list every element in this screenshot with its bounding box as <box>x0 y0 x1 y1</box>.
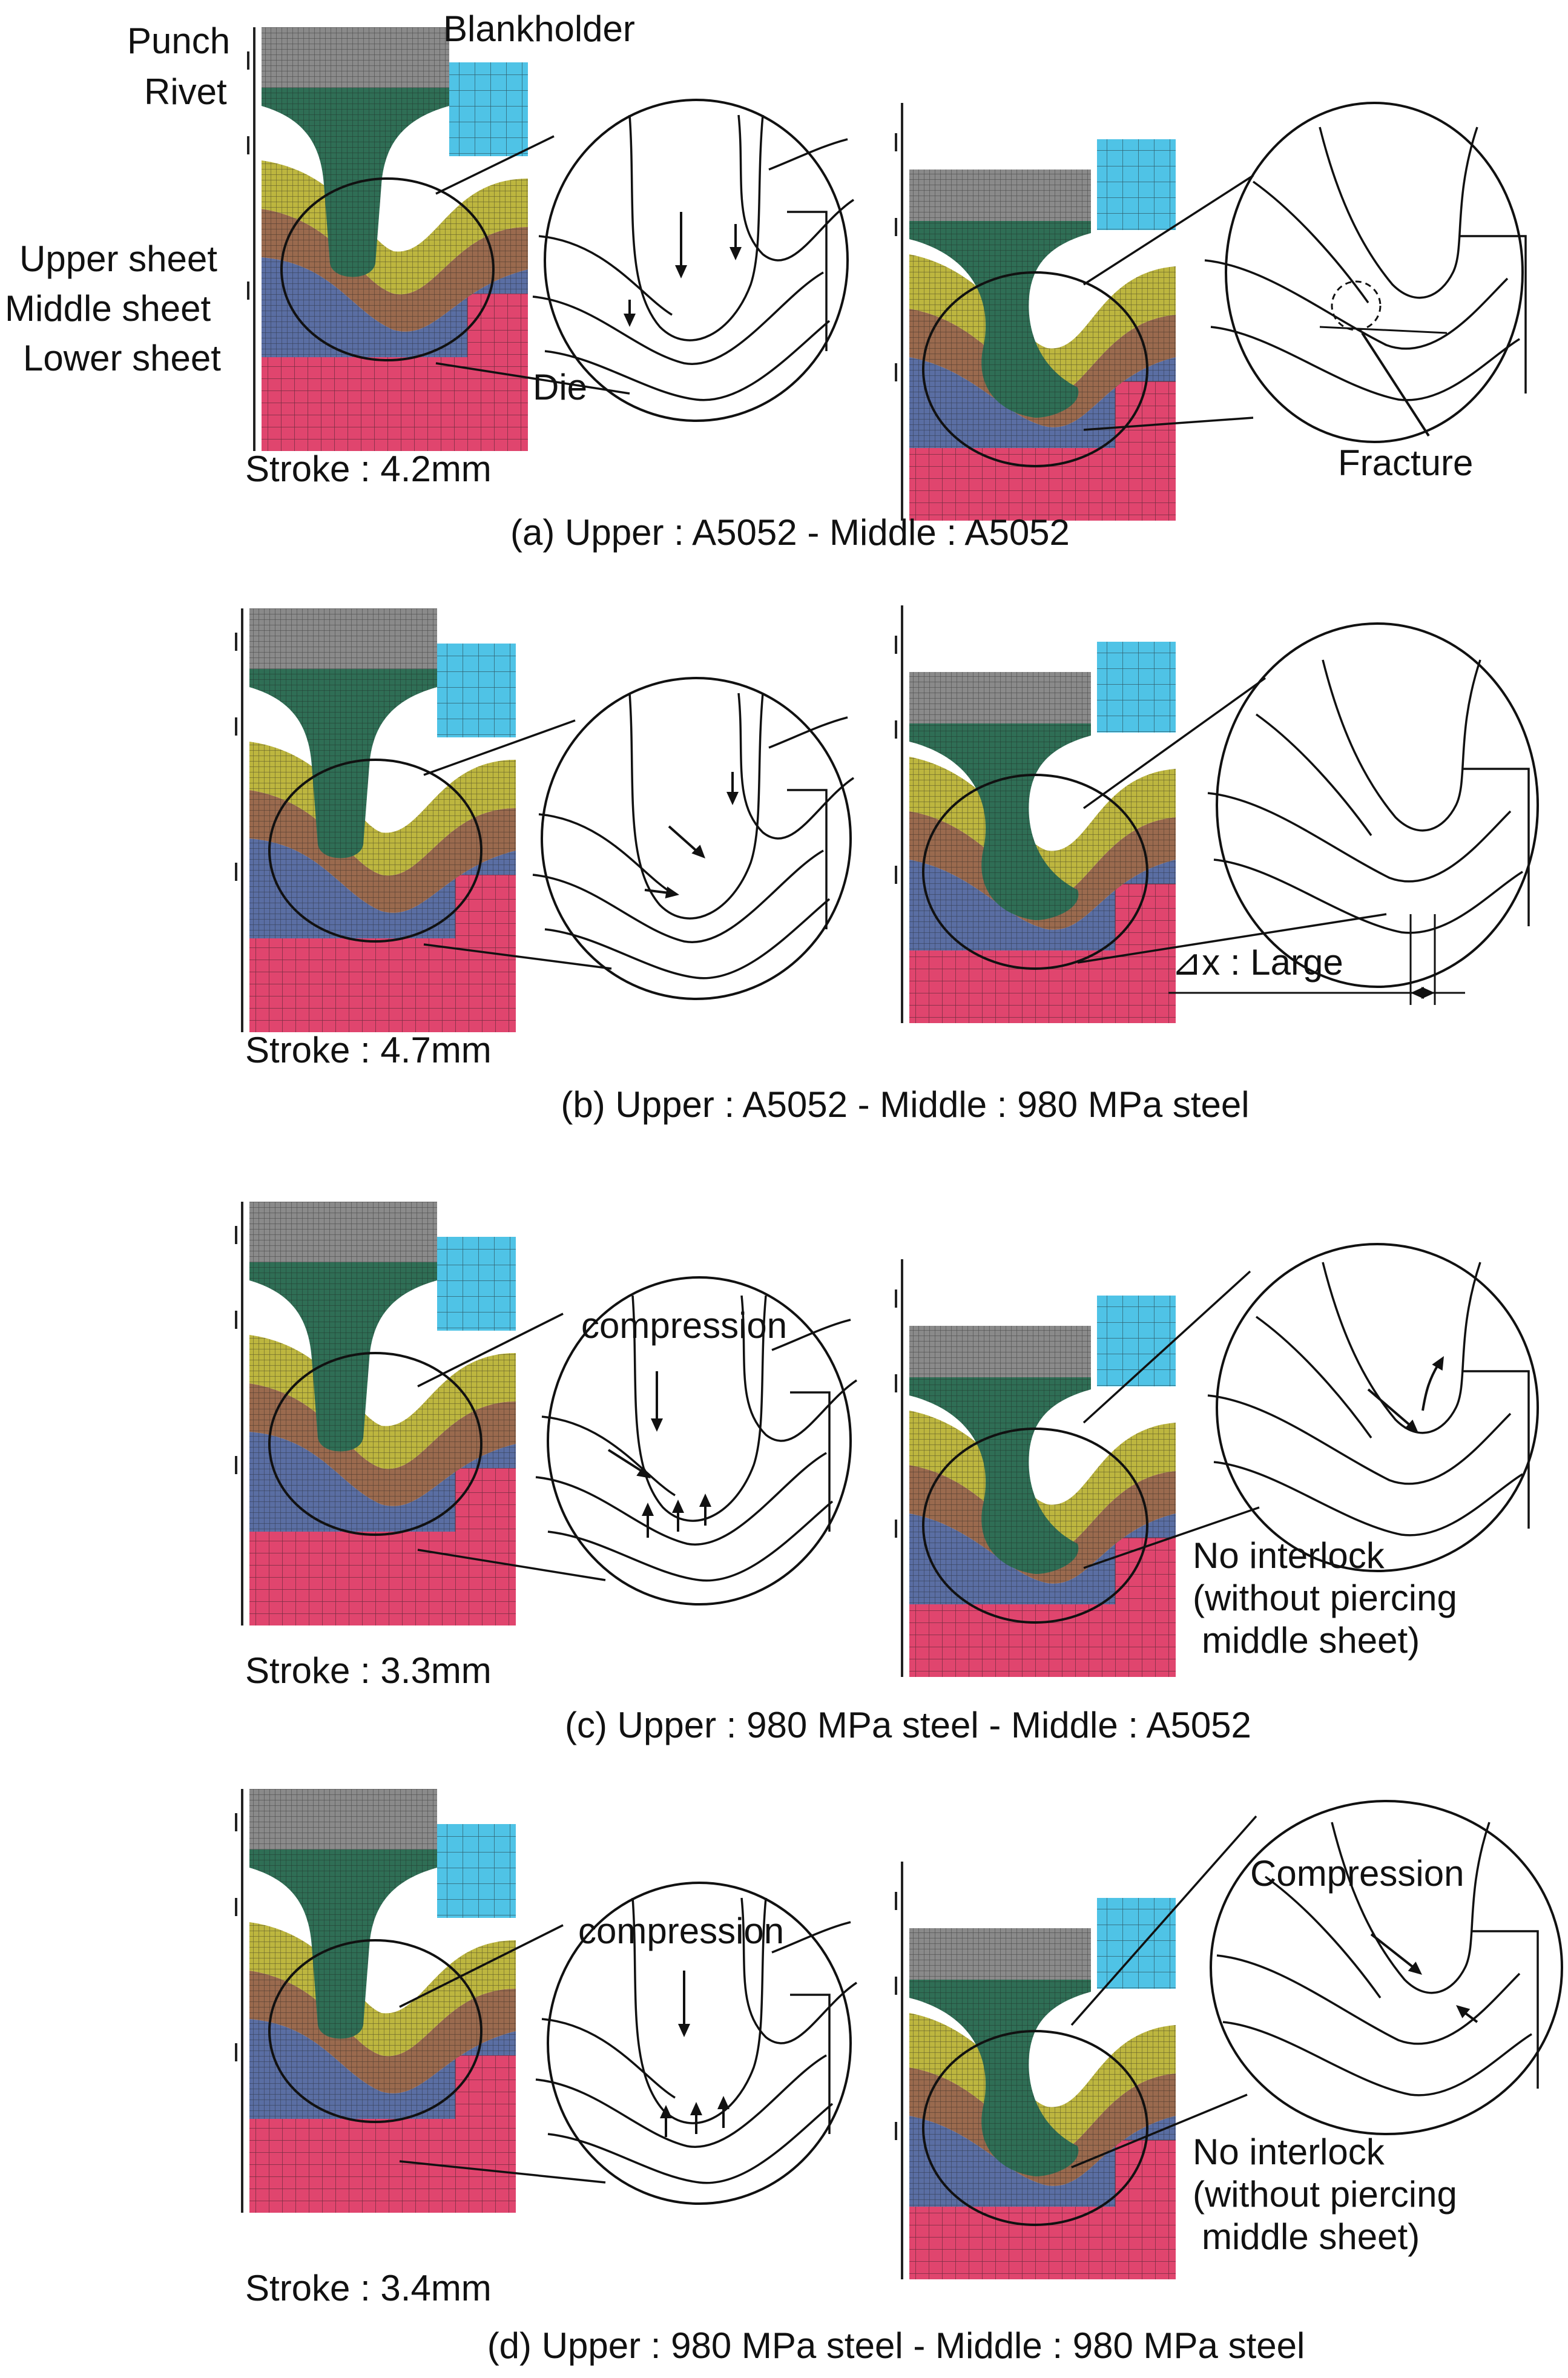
fracture-marker <box>1331 280 1382 331</box>
zoom-circle-right <box>1225 102 1524 443</box>
label-fracture: Fracture <box>1338 443 1473 483</box>
panel-a: Punch Rivet Blankholder Upper sheet Midd… <box>5 8 1527 553</box>
zoom-circle-right <box>1210 1800 1563 2135</box>
zoom-circle-left <box>547 1276 852 1606</box>
zoom-text-compression-c: compression <box>581 1305 787 1346</box>
zoom-text-compression-d-right: Compression <box>1250 1853 1464 1894</box>
label-die: Die <box>533 367 587 407</box>
caption-b: (b) Upper : A5052 - Middle : 980 MPa ste… <box>561 1084 1249 1125</box>
zoom-circle-left <box>547 1882 852 2205</box>
panel-b: ⊿x : Large Stroke : 4.7mm (b) Upper : A5… <box>235 604 1539 1125</box>
note-d-line3: middle sheet) <box>1202 2216 1420 2257</box>
fracture-pointer <box>1361 332 1430 437</box>
caption-c: (c) Upper : 980 MPa steel - Middle : A50… <box>565 1705 1251 1745</box>
label-middle-sheet: Middle sheet <box>5 288 211 329</box>
zoom-circle-left <box>541 677 852 1000</box>
stroke-label-b: Stroke : 4.7mm <box>245 1030 492 1070</box>
label-rivet: Rivet <box>144 71 227 112</box>
caption-d: (d) Upper : 980 MPa steel - Middle : 980… <box>487 2325 1305 2366</box>
panel-c: compression No interlock (without pierci… <box>235 1201 1539 1745</box>
zoom-circle-right <box>1216 1243 1539 1572</box>
stroke-label-a: Stroke : 4.2mm <box>245 449 492 489</box>
label-punch: Punch <box>127 21 230 61</box>
stroke-label-c: Stroke : 3.3mm <box>245 1650 492 1691</box>
note-d-line2: (without piercing <box>1193 2174 1457 2215</box>
note-c-line2: (without piercing <box>1193 1578 1457 1618</box>
label-upper-sheet: Upper sheet <box>19 239 217 279</box>
note-d-line1: No interlock <box>1193 2132 1385 2172</box>
zoom-text-compression-d-left: compression <box>578 1911 784 1951</box>
caption-a: (a) Upper : A5052 - Middle : A5052 <box>510 512 1070 553</box>
label-blankholder: Blankholder <box>443 8 635 49</box>
note-c-line3: middle sheet) <box>1202 1620 1420 1661</box>
note-c-line1: No interlock <box>1193 1535 1385 1576</box>
zoom-circle-right <box>1216 622 1539 988</box>
panel-d: compression Compression No interlock (wi… <box>235 1788 1563 2366</box>
stroke-label-d: Stroke : 3.4mm <box>245 2268 492 2308</box>
zoom-circle-left <box>544 99 849 422</box>
label-dx-large: ⊿x : Large <box>1171 942 1343 983</box>
label-lower-sheet: Lower sheet <box>23 338 221 378</box>
